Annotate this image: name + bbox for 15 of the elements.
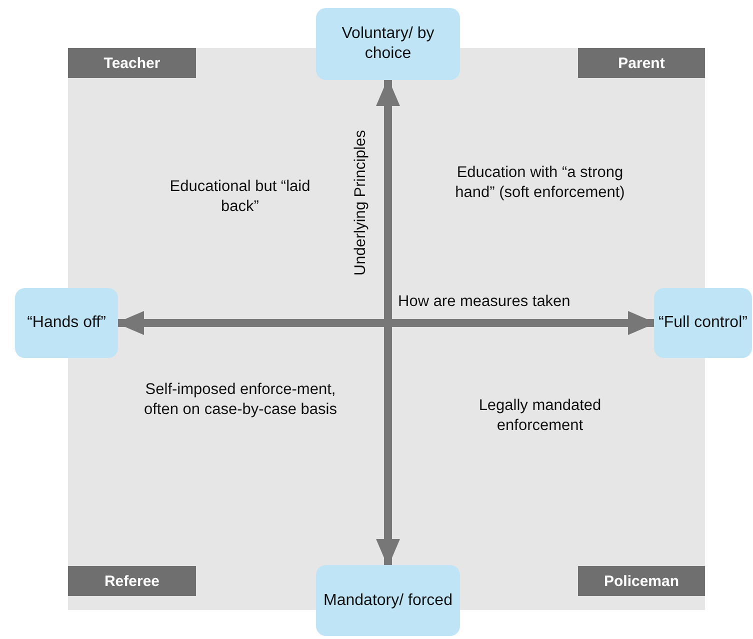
end-box: “Hands off”: [15, 288, 118, 358]
edge-label: Underlying Principles: [352, 130, 370, 276]
corner-tab: Referee: [68, 566, 196, 596]
quadrant-note: Education with “a strong hand” (soft enforcement): [454, 163, 626, 204]
quadrant-note: Self-imposed enforce-ment, often on case-by-case basis: [143, 380, 338, 420]
double-arrow: [376, 78, 400, 567]
end-box: Voluntary/ by choice: [316, 8, 460, 80]
quadrant-note: Educational but “laid back”: [168, 177, 312, 218]
corner-tab: Policeman: [578, 566, 705, 596]
end-box: “Full control”: [654, 288, 752, 358]
quadrant-note: Legally mandated enforcement: [478, 396, 602, 436]
end-box: Mandatory/ forced: [316, 565, 460, 636]
double-arrow: [116, 311, 656, 335]
corner-tab: Parent: [578, 48, 705, 78]
corner-tab: Teacher: [68, 48, 196, 78]
